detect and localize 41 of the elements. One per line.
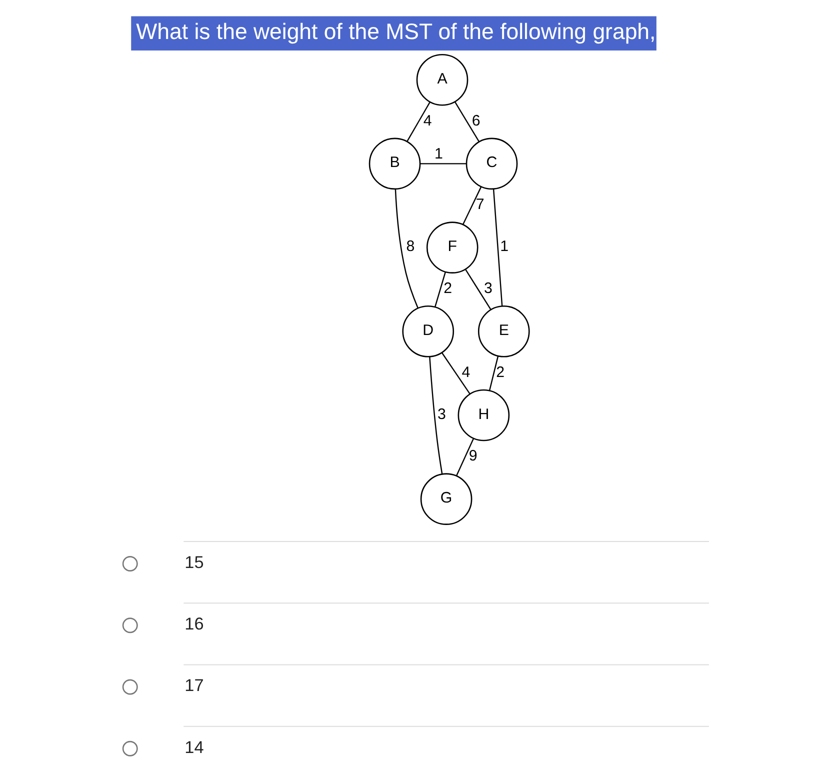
edge-label: 1 — [434, 146, 443, 163]
edge-label: 9 — [468, 448, 478, 465]
edge-label: 1 — [500, 238, 509, 256]
connector — [462, 186, 482, 225]
edge-label: 4 — [423, 112, 432, 130]
connector — [429, 356, 443, 474]
edge-label: 4 — [462, 364, 470, 381]
node-circle: D — [402, 305, 454, 358]
node-circle: G — [420, 473, 472, 525]
edge-label: 6 — [472, 112, 480, 130]
node-circle: C — [466, 138, 518, 190]
connector — [454, 102, 480, 142]
node-label: 17 — [184, 675, 204, 696]
edge-label: 2 — [496, 364, 505, 381]
node-circle — [122, 740, 138, 756]
connector — [406, 102, 430, 142]
node-circle — [122, 679, 138, 695]
edge-label: 3 — [438, 406, 446, 423]
edge-label: 3 — [484, 280, 492, 298]
connector — [394, 189, 418, 308]
connector — [434, 272, 446, 308]
connector — [441, 352, 470, 394]
connector — [420, 163, 466, 164]
edge-label: 2 — [444, 280, 452, 298]
node-circle: H — [458, 389, 510, 442]
edge-label: 7 — [476, 196, 484, 214]
node-circle: B — [368, 138, 421, 190]
connector — [488, 356, 499, 391]
connector — [464, 268, 492, 310]
node-circle: F — [426, 222, 478, 274]
node-label: 15 — [184, 552, 204, 572]
diagram-title: What is the weight of the MST of the following graph, — [136, 19, 656, 44]
node-circle: E — [478, 305, 530, 358]
node-circle: A — [416, 54, 468, 106]
edge-label: 8 — [406, 238, 415, 256]
node-label: 16 — [184, 614, 204, 634]
node-label: 14 — [184, 736, 204, 757]
connector — [492, 189, 503, 306]
connector — [456, 438, 474, 476]
node-circle — [122, 618, 138, 634]
node-circle — [122, 556, 138, 572]
